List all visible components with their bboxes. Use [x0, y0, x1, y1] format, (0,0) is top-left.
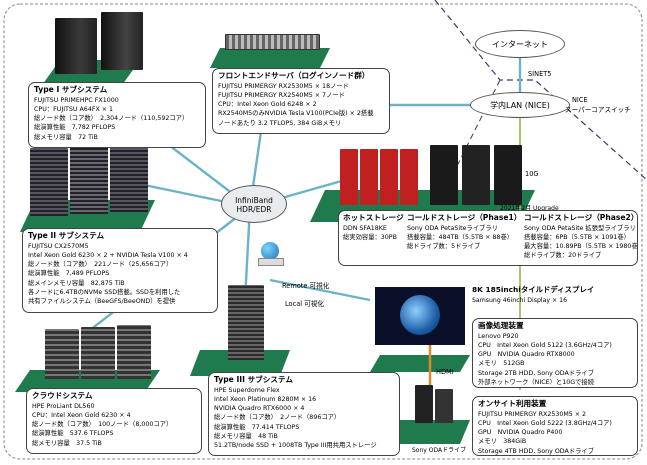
type2-rack-image [30, 140, 150, 220]
hot-storage-title: ホットストレージ [343, 213, 404, 222]
upgrade-label: 2021年2月 Upgrade [500, 205, 559, 212]
onsite-line: FUJITSU PRIMERGY RX2530M5 × 2 [478, 410, 587, 418]
cold1-storage-line: 搭載容量：484TB（5.5TB × 88巻） [407, 233, 514, 241]
platform-onsite [390, 420, 470, 444]
type1-line: CPU：FUJITSU A64FX × 1 [34, 105, 114, 113]
sinet-label: SINET5 [528, 70, 552, 78]
type1-line: 総ノード数（コア数） 2,304ノード（110,592コア） [34, 115, 189, 123]
type3-box: Type III サブシステム HPE Superdome Flex Intel… [208, 372, 400, 456]
onsite-line: CPU Intel Xeon Gold 5222 (3.8GHz/4コア) [478, 419, 612, 427]
type1-line: 総演算性能 7,782 PFLOPS [34, 124, 116, 132]
cold2-storage-line: 最大容量：10.89PB（5.5TB × 1980巻） [524, 243, 638, 251]
image-proc-line: 外部ネットワーク（NICE）と10Gで接続 [478, 378, 594, 386]
type1-rack-image [55, 12, 145, 77]
internet-node: インターネット [475, 30, 565, 58]
remote-viz-label: Remote 可視化 [282, 282, 330, 290]
onsite-machine-image [415, 385, 455, 425]
storage-rack-image [340, 145, 525, 207]
platform-frontend [210, 48, 330, 68]
type1-box: Type I サブシステム FUJITSU PRIMEHPC FX1000 CP… [28, 82, 206, 148]
frontend-line: CPU：Intel Xeon Gold 6248 × 2 [218, 101, 317, 109]
network-boundary-line [434, 0, 647, 181]
type2-line: 総演算性能 7,489 PFLOPS [28, 270, 110, 278]
hot-storage-line: DDN SFA18KE [343, 224, 387, 232]
onsite-line: メモリ 384GiB [478, 438, 527, 446]
image-proc-line: Storage 2TB HDD, Sony ODAドライブ [478, 369, 595, 377]
type3-line: NVIDIA Quadro RTX6000 × 4 [214, 405, 305, 413]
cloud-box: クラウドシステム HPE ProLiant DL560 CPU：Intel Xe… [26, 388, 202, 454]
type2-box: Type II サブシステム FUJITSU CX2570M5 Intel Xe… [22, 228, 218, 313]
image-proc-box: 画像処理装置 Lenovo P920 CPU Intel Xeon Gold 5… [472, 318, 638, 388]
infiniband-switch: InfiniBand HDR/EDR [221, 185, 287, 223]
cloud-title: クラウドシステム [32, 391, 93, 400]
display-title: 8K 185inchiタイルドディスプレイ [472, 285, 595, 294]
cold1-storage-line: 総ドライブ数：5ドライブ [407, 243, 481, 251]
hot-storage-line: 総実効容量：30PB [343, 233, 397, 241]
image-proc-line: CPU Intel Xeon Gold 5122 (3.6GHz/4コア) [478, 341, 612, 349]
type1-title: Type I サブシステム [34, 85, 108, 94]
type2-line: 各ノードに6.4TBのNVMe SSD搭載。SSDを利用した [28, 288, 181, 296]
image-proc-title: 画像処理装置 [478, 321, 524, 330]
image-proc-line: Lenovo P920 [478, 332, 519, 340]
campus-lan-node: 学内LAN (NICE) [470, 92, 570, 118]
frontend-line: ノードあたり 3.2 TFLOPS, 384 GiBメモリ [218, 119, 342, 127]
type3-line: HPE Superdome Flex [214, 386, 280, 394]
type1-line: 総メモリ容量 72 TiB [34, 133, 98, 141]
nice-switch-label: スーパーコアスイッチ [565, 106, 631, 114]
cold1-storage-line: Sony ODA PetaSiteライブラリ [407, 224, 498, 232]
display-subtitle: Samsung 46inchi Display × 16 [472, 297, 568, 304]
hdmi-label: HDMI [436, 368, 454, 376]
cloud-line: 総メモリ容量 37.5 TiB [32, 439, 102, 447]
cloud-line: HPE ProLiant DL560 [32, 402, 95, 410]
frontend-box: フロントエンドサーバ（ログインノード群） FUJITSU PRIMERGY RX… [212, 68, 390, 134]
cold2-storage-line: 搭載容量：6PB（5.5TB × 1091巻） [524, 233, 630, 241]
nice-label: NICE [572, 96, 588, 104]
onsite-line: Storage 4TB HDD, Sony ODAドライブ [478, 447, 595, 455]
type3-line: Intel Xeon Platinum 8280M × 16 [214, 395, 317, 403]
frontend-line: FUJITSU PRIMERGY RX2540M5 × 7ノード [218, 91, 345, 99]
cold1-storage-title: コールドストレージ（Phase1） [407, 213, 522, 222]
outer-frame [3, 3, 643, 460]
image-proc-line: メモリ 512GB [478, 360, 525, 368]
frontend-server-image [225, 30, 320, 52]
cloud-line: 総ノード数（コア数） 100ノード（8,000コア） [32, 421, 173, 429]
cold2-storage-title: コールドストレージ（Phase2） [524, 213, 638, 222]
type2-line: 共有ファイルシステム（BeeGFS/BeeOND）を提供 [28, 298, 176, 306]
cloud-line: CPU：Intel Xeon Gold 6230 × 4 [32, 411, 131, 419]
type3-rack-image [228, 285, 264, 360]
type3-line: 51.2TB/node SSD + 1008TB Type III用共用ストレー… [214, 442, 377, 450]
type2-line: 総メインメモリ容量 82,875 TiB [28, 279, 125, 287]
platform-display [370, 355, 470, 372]
type2-line: FUJITSU CX2570M5 [28, 242, 89, 250]
type2-title: Type II サブシステム [28, 231, 105, 240]
cold2-storage-line: Sony ODA PetaSite 拡張型ライブラリ [524, 224, 636, 232]
sony-oda-label: Sony ODAドライブ [412, 447, 467, 454]
frontend-title: フロントエンドサーバ（ログインノード群） [218, 71, 370, 80]
type3-line: 総メモリ容量 48 TiB [214, 432, 278, 440]
remote-viz-icon [258, 240, 284, 268]
tiled-display-image [375, 287, 465, 345]
frontend-line: RX2540M5のみNVIDIA Tesla V100(PCIe版) × 2搭載 [218, 110, 374, 118]
type3-line: 総ノード数（コア数） 2ノード（896コア） [214, 414, 341, 422]
cloud-line: 総演算性能 537.6 TFLOPS [32, 430, 114, 438]
cloud-rack-image [45, 325, 155, 380]
storage-box: ホットストレージ DDN SFA18KE 総実効容量：30PB コールドストレー… [338, 210, 638, 266]
frontend-line: FUJITSU PRIMERGY RX2530M5 × 18ノード [218, 82, 349, 90]
image-proc-line: GPU NVIDIA Quadro RTX8000 [478, 351, 575, 359]
type1-line: FUJITSU PRIMEHPC FX1000 [34, 96, 119, 104]
ten-g-label: 10G [525, 170, 539, 178]
cold2-storage-line: 総ドライブ数：20ドライブ [524, 252, 602, 260]
type3-line: 総演算性能 77.414 TFLOPS [214, 423, 300, 431]
onsite-box: オンサイト利用装置 FUJITSU PRIMERGY RX2530M5 × 2 … [472, 396, 638, 456]
platform-type3 [190, 350, 290, 376]
onsite-title: オンサイト利用装置 [478, 399, 547, 408]
local-viz-label: Local 可視化 [285, 300, 324, 308]
type3-title: Type III サブシステム [214, 375, 293, 384]
type2-line: Intel Xeon Gold 6230 × 2 + NVIDIA Tesla … [28, 251, 188, 259]
onsite-line: GPU NVIDIA Quadro P400 [478, 429, 563, 437]
type2-line: 総ノード数（コア数） 221ノード（25,656コア） [28, 261, 173, 269]
